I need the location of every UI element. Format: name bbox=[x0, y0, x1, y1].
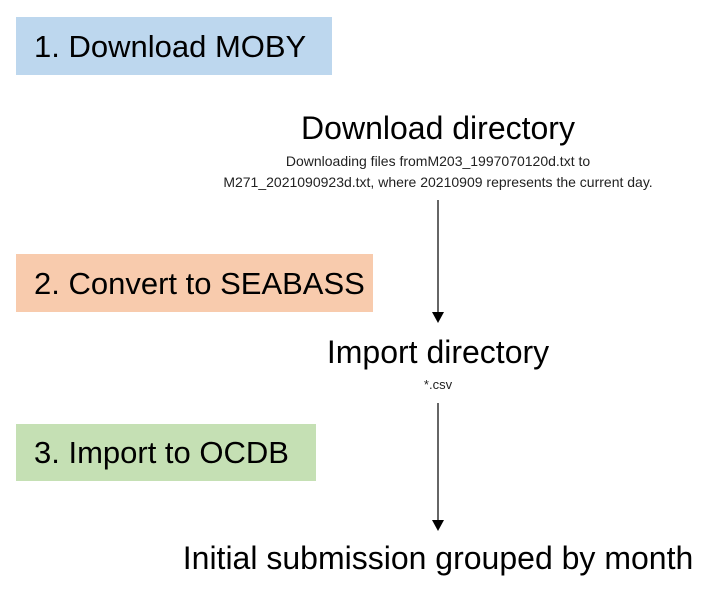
download-note-line-2: M271_2021090923d.txt, where 20210909 rep… bbox=[223, 174, 653, 190]
step-3-label: 3. Import to OCDB bbox=[34, 435, 289, 470]
final-output-title: Initial submission grouped by month bbox=[182, 540, 694, 576]
arrowhead-import bbox=[432, 312, 444, 323]
import-directory-note: *.csv bbox=[423, 377, 453, 392]
step-1-download-moby: 1. Download MOBY bbox=[16, 17, 332, 75]
download-directory-title: Download directory bbox=[301, 110, 575, 146]
download-note-line-1: Downloading files fromM203_1997070120d.t… bbox=[285, 153, 591, 169]
step-2-convert-to-seabass: 2. Convert to SEABASS bbox=[16, 254, 373, 312]
step-2-label: 2. Convert to SEABASS bbox=[34, 265, 365, 301]
step-3-import-to-ocdb: 3. Import to OCDB bbox=[16, 424, 316, 481]
download-directory-note: Downloading files fromM203_1997070120d.t… bbox=[176, 151, 700, 193]
import-directory-title: Import directory bbox=[326, 334, 550, 370]
arrowhead-final bbox=[432, 520, 444, 531]
step-1-label: 1. Download MOBY bbox=[34, 28, 307, 64]
